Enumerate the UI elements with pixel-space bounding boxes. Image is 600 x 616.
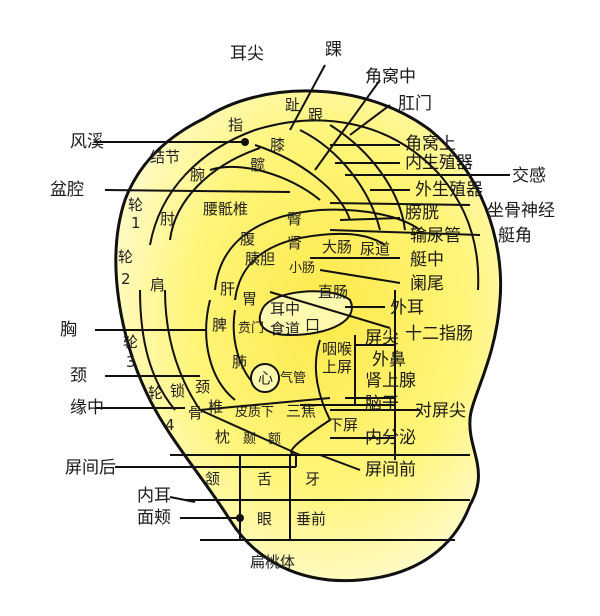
label-er-jian: 耳尖 [230, 44, 264, 64]
region-kou: 口 [305, 316, 321, 334]
region-gen: 跟 [308, 106, 324, 124]
label-ping-jian-hou: 屏间后 [65, 458, 116, 478]
region-zhui: 椎 [208, 398, 224, 416]
label-jiao-wo-shang: 角窝上 [405, 134, 456, 154]
region-qi-guan: 气管 [280, 371, 307, 386]
region-pi-zhi-xia: 皮质下 [235, 405, 275, 420]
region-suo: 锁 [170, 382, 186, 400]
region-zhou: 肘 [160, 210, 176, 228]
label-wai-er: 外耳 [390, 298, 424, 318]
label-jiao-wo-zhong: 角窝中 [365, 67, 416, 87]
region-e: 额 [268, 432, 282, 447]
region-xin: 心 [258, 369, 274, 387]
region-zhi-finger: 指 [228, 116, 244, 134]
region-fei: 肺 [232, 353, 248, 371]
label-nei-sheng-zhi-qi: 内生殖器 [405, 153, 473, 173]
label-gang-men: 肛门 [398, 94, 432, 114]
region-gu: 骨 [188, 404, 204, 422]
region-kuan: 髋 [250, 156, 266, 174]
region-fu: 腹 [240, 230, 256, 248]
label-nei-fen-mi: 内分泌 [365, 428, 416, 448]
label-lan-wei: 阑尾 [410, 274, 444, 294]
label-shi-er-zhi-chang: 十二指肠 [405, 324, 473, 344]
label-nei-er: 内耳 [137, 486, 171, 506]
label-shu-niao-guan: 输尿管 [410, 226, 461, 246]
region-wan: 腕 [190, 166, 206, 184]
region-lun3-num: 3 [126, 353, 136, 371]
region-zhen: 枕 [215, 428, 231, 446]
region-xiao-chang: 小肠 [289, 261, 316, 276]
region-yao-di-zhui: 腰骶椎 [203, 200, 249, 218]
region-lun2-num: 2 [121, 270, 131, 288]
region-lun3: 轮 [123, 333, 139, 351]
region-zhi-toe: 趾 [285, 96, 301, 114]
region-xi: 膝 [270, 136, 286, 154]
region-shang-ping: 上屏 [322, 358, 353, 376]
region-jian: 肩 [150, 276, 166, 294]
region-pi: 脾 [212, 316, 228, 334]
label-huai: 踝 [325, 40, 342, 60]
label-shen-shang-xian: 肾上腺 [365, 371, 416, 391]
region-yan: 眼 [257, 510, 273, 528]
label-ting-jiao: 艇角 [498, 226, 532, 246]
region-da-chang: 大肠 [322, 238, 353, 256]
region-lun1: 轮 [128, 196, 144, 214]
region-wei: 胃 [242, 290, 258, 308]
region-xia-ping: 下屏 [328, 416, 359, 434]
region-bian-tao-ti: 扁桃体 [250, 553, 296, 571]
region-yan-hou: 咽喉 [322, 340, 353, 358]
region-gan: 肝 [220, 280, 236, 298]
label-zuo-gu-shen-jing: 坐骨神经 [487, 201, 555, 221]
label-ting-zhong: 艇中 [410, 250, 444, 270]
label-ping-jian: 屏尖 [365, 328, 399, 348]
region-zhi-chang: 直肠 [318, 283, 349, 301]
region-lun: 轮 [148, 384, 164, 402]
label-wai-sheng-zhi-qi: 外生殖器 [415, 180, 483, 200]
region-jing-zhui: 颈 [195, 378, 211, 396]
label-xiong: 胸 [60, 320, 77, 340]
label-jiao-gan: 交感 [512, 166, 546, 186]
label-dui-ping-jian: 对屏尖 [415, 401, 466, 421]
label-nao-gan: 脑干 [365, 394, 399, 414]
region-niao-dao: 尿道 [360, 240, 391, 258]
label-mian-jia: 面颊 [137, 508, 171, 528]
region-yi-dan: 胰胆 [245, 250, 276, 268]
region-san-jiao: 三焦 [286, 402, 317, 420]
region-lun4-num: 4 [165, 416, 175, 434]
region-ben-men: 贲门 [238, 321, 265, 336]
region-lun1-num: 1 [131, 214, 141, 232]
region-chui-qian: 垂前 [296, 510, 327, 528]
region-shi-dao: 食道 [270, 320, 301, 338]
region-ya: 牙 [305, 470, 321, 488]
label-jing: 颈 [70, 366, 87, 386]
label-pang-guang: 膀胱 [405, 203, 439, 223]
region-shen: 肾 [287, 234, 303, 252]
region-tun: 臀 [287, 210, 303, 228]
label-pen-qiang: 盆腔 [50, 180, 84, 200]
label-ping-jian-qian: 屏间前 [365, 460, 416, 480]
region-han: 颔 [205, 470, 221, 488]
label-feng-xi: 风溪 [70, 132, 104, 152]
label-wai-bi: 外鼻 [372, 350, 406, 370]
region-she: 舌 [257, 470, 273, 488]
region-jie-jie: 结节 [150, 148, 181, 166]
region-nie: 颞 [243, 432, 257, 447]
label-yuan-zhong: 缘中 [70, 398, 104, 418]
region-er-zhong: 耳中 [270, 300, 301, 318]
region-lun2: 轮 [118, 248, 134, 266]
